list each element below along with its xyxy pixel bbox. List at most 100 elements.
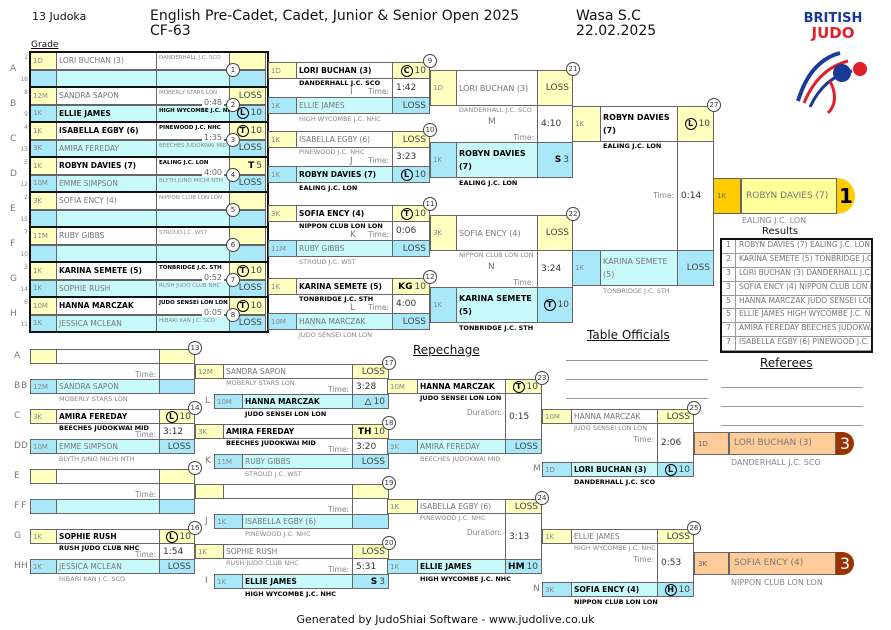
grade-cell: 11M <box>268 240 297 257</box>
competitor-slot[interactable] <box>195 484 391 499</box>
competitor-name: ROBYN DAVIES (7) <box>296 166 393 183</box>
match-time: 1:42 <box>392 78 430 98</box>
grade-cell: 3K <box>430 215 457 251</box>
match-number: 21 <box>566 62 580 76</box>
match-number: 19 <box>382 476 396 490</box>
club-name <box>156 244 230 262</box>
score-value: 10 <box>678 584 690 595</box>
slot-letter: M <box>533 464 541 474</box>
pool-letter: H <box>10 309 17 319</box>
club-name: BLYTH JUNO MICHI NTH <box>156 174 230 192</box>
club-name: RUSH JUDO CLUB NHC <box>59 544 140 552</box>
score-value: LOSS <box>666 411 690 422</box>
competitor-slot[interactable] <box>30 469 197 484</box>
score-type-label: T <box>248 160 255 171</box>
time-label: Time: <box>328 565 349 574</box>
competitor-name: ROBYN DAVIES (7) <box>56 157 157 175</box>
score-cell: LOSS <box>352 454 389 469</box>
time-label: Time: <box>633 555 654 564</box>
competitor-slot[interactable] <box>30 349 197 364</box>
score-type-label: HM <box>508 561 525 572</box>
competitor-name: LORI BUCHAN (3) <box>456 70 538 106</box>
result-place: 7 <box>722 337 736 351</box>
club-name: JUDO SENSEI LON LON <box>245 410 327 418</box>
competitor-name: LORI BUCHAN (3) <box>571 462 658 477</box>
grade-cell <box>30 69 57 87</box>
british-judo-logo: BRITISH JUDO <box>790 12 876 124</box>
competitor-name: SANDRA SAPON <box>56 379 160 394</box>
competitor-name: SOFIA ENCY (4) <box>56 192 157 210</box>
match-time: 4:10 <box>537 105 573 143</box>
competitor-name: SOFIA ENCY (4) <box>571 582 658 597</box>
match-time: 1:35 <box>202 133 224 142</box>
grade-cell: 10M <box>268 313 297 330</box>
grade-cell: 3K <box>542 582 572 597</box>
match-number: 25 <box>687 401 701 415</box>
club-name: BEECHES JUDOKWAI MID <box>420 455 501 463</box>
club-name: EALING J.C. LON <box>459 179 518 187</box>
match-number: 4 <box>226 168 240 182</box>
competitor-name: ROBYN DAVIES (7) <box>600 106 678 142</box>
pool-letter: F <box>10 239 16 249</box>
competitor-slot[interactable] <box>30 499 197 514</box>
score-value: LOSS <box>545 228 569 238</box>
score-type-circle-icon: T <box>236 299 249 312</box>
score-type-circle-icon: C <box>400 64 413 77</box>
result-place: 2 <box>722 253 736 267</box>
result-competitor: KARINA SEMETE (5) TONBRIDGE J.C. STH <box>739 253 871 263</box>
grade-cell: 1D <box>430 70 457 106</box>
match-number: 18 <box>382 416 396 430</box>
score-value: LOSS <box>238 318 262 329</box>
score-value: LOSS <box>238 283 262 294</box>
grade-cell: 10M <box>542 409 572 424</box>
score-value: 10 <box>414 65 426 76</box>
competitor-name <box>56 499 160 514</box>
time-label: Time: <box>368 230 389 239</box>
